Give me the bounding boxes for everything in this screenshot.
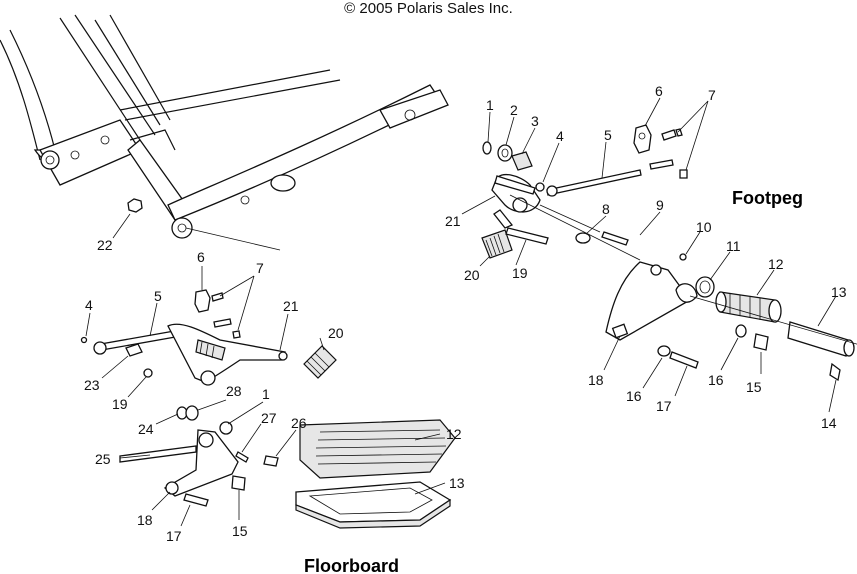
callout-label: 24 — [138, 421, 154, 437]
callout-label: 16 — [708, 372, 724, 388]
callout-label: 19 — [512, 265, 528, 281]
callout-label: 13 — [449, 475, 465, 491]
callout-label: 11 — [726, 238, 741, 254]
callout-label: 5 — [154, 288, 162, 304]
callout-label: 12 — [768, 256, 784, 272]
callout-label: 4 — [85, 297, 93, 313]
callout-label: 3 — [531, 113, 539, 129]
callout-label: 28 — [226, 383, 242, 399]
callout-label: 20 — [464, 267, 480, 283]
frame-callouts: 22 — [97, 237, 113, 253]
callout-label: 17 — [166, 528, 182, 544]
callout-label: 13 — [831, 284, 847, 300]
callout-label: 1 — [262, 386, 270, 402]
callout-label: 5 — [604, 127, 612, 143]
callout-label: 22 — [97, 237, 113, 253]
callout-label: 9 — [656, 197, 664, 213]
callout-label: 2 — [510, 102, 518, 118]
callout-label: 6 — [655, 83, 663, 99]
callout-label: 6 — [197, 249, 205, 265]
callout-label: 16 — [626, 388, 642, 404]
callout-label: 12 — [446, 426, 462, 442]
callout-label: 21 — [283, 298, 299, 314]
callout-label: 23 — [84, 377, 100, 393]
floorboard-assembly — [80, 289, 456, 529]
callout-label: 7 — [708, 87, 716, 103]
callout-label: 27 — [261, 410, 277, 426]
callout-label: 8 — [602, 201, 610, 217]
callout-label: 20 — [328, 325, 344, 341]
callout-label: 14 — [821, 415, 837, 431]
callout-label: 19 — [112, 396, 128, 412]
floorboard-section-title: Floorboard — [304, 556, 399, 574]
callout-label: 4 — [556, 128, 564, 144]
footpeg-assembly — [185, 124, 857, 382]
callout-label: 10 — [696, 219, 712, 235]
floorboard-callouts: 6 7 4 5 21 20 23 19 28 1 24 27 26 12 25 … — [84, 249, 465, 544]
frame-assembly — [0, 14, 449, 239]
callout-label: 1 — [486, 97, 494, 113]
callout-leaders — [85, 97, 837, 527]
callout-label: 18 — [137, 512, 153, 528]
copyright-notice: © 2005 Polaris Sales Inc. — [344, 0, 513, 17]
callout-label: 15 — [746, 379, 762, 395]
callout-label: 26 — [291, 415, 307, 431]
footpeg-callouts: 1 2 3 4 5 6 7 21 8 9 20 19 10 11 12 13 1… — [445, 83, 847, 431]
callout-label: 17 — [656, 398, 672, 414]
callout-label: 18 — [588, 372, 604, 388]
footpeg-section-title: Footpeg — [732, 188, 803, 208]
callout-label: 21 — [445, 213, 461, 229]
callout-label: 25 — [95, 451, 111, 467]
callout-label: 7 — [256, 260, 264, 276]
callout-label: 15 — [232, 523, 248, 539]
